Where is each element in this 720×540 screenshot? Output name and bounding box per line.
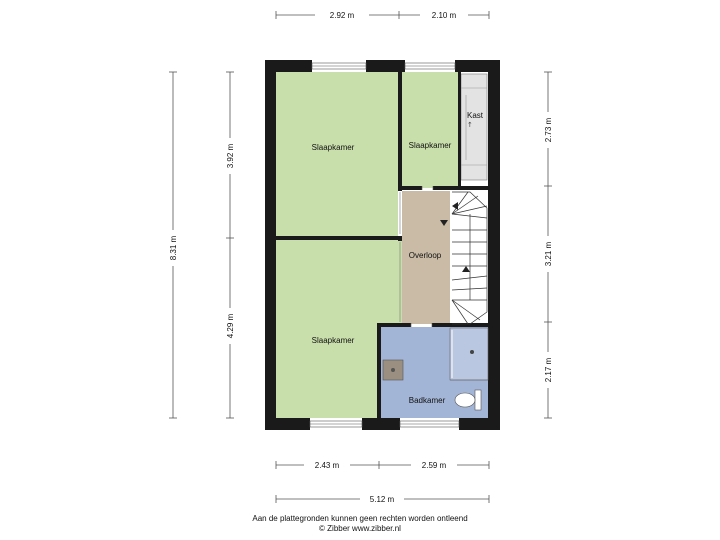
bathroom-fixtures	[382, 327, 489, 411]
stair-arrow-up-icon	[462, 266, 470, 272]
landing-area	[402, 191, 450, 324]
dim-right-top: 2.73 m	[544, 117, 553, 142]
stairs-area	[450, 191, 488, 324]
room-label-bathroom: Badkamer	[409, 396, 446, 405]
staircase	[440, 191, 488, 325]
left-inner-dimensions: 3.92 m 4.29 m	[224, 71, 236, 419]
room-label-bedroom-bottom: Slaapkamer	[312, 336, 355, 345]
toilet-icon	[454, 392, 476, 408]
top-dimension-line: 2.92 m 2.10 m	[275, 9, 490, 21]
dim-bottom-left: 2.43 m	[315, 461, 340, 470]
bedroom-top-right-area	[402, 72, 458, 188]
dim-top-left: 2.92 m	[330, 11, 355, 20]
dim-right-bottom: 2.17 m	[544, 357, 553, 382]
dim-left-upper: 3.92 m	[226, 143, 235, 168]
room-label-closet: Kast	[467, 111, 484, 120]
dim-bottom-total: 5.12 m	[370, 495, 395, 504]
landing-arrow-icon	[440, 220, 448, 226]
closet-details: ↑	[461, 87, 487, 166]
closet-arrow-icon: ↑	[467, 121, 473, 129]
dim-right-mid: 3.21 m	[544, 241, 553, 266]
room-label-bedroom-top-right: Slaapkamer	[409, 141, 452, 150]
door-markers	[399, 186, 434, 327]
footer-disclaimer: Aan de plattegronden kunnen geen rechten…	[252, 514, 468, 523]
bedroom-top-left-area	[276, 72, 398, 236]
dim-top-right: 2.10 m	[432, 11, 457, 20]
right-dimensions: 2.73 m 3.21 m 2.17 m	[542, 71, 554, 419]
footer-copyright: © Zibber www.zibber.nl	[319, 524, 401, 533]
room-label-bedroom-top-left: Slaapkamer	[312, 143, 355, 152]
shower-drain-icon	[470, 350, 474, 354]
dim-left-total: 8.31 m	[169, 235, 178, 260]
room-label-landing: Overloop	[409, 251, 442, 260]
closet-area	[460, 73, 488, 181]
left-total-dimension: 8.31 m	[167, 71, 179, 419]
dim-left-lower: 4.29 m	[226, 313, 235, 338]
toilet-tank	[474, 389, 482, 411]
dim-bottom-right: 2.59 m	[422, 461, 447, 470]
stair-arrow-icon	[452, 202, 458, 210]
bottom-dimensions: 2.43 m 2.59 m 5.12 m	[275, 459, 490, 505]
shower-area	[449, 327, 489, 381]
walls	[265, 60, 500, 430]
